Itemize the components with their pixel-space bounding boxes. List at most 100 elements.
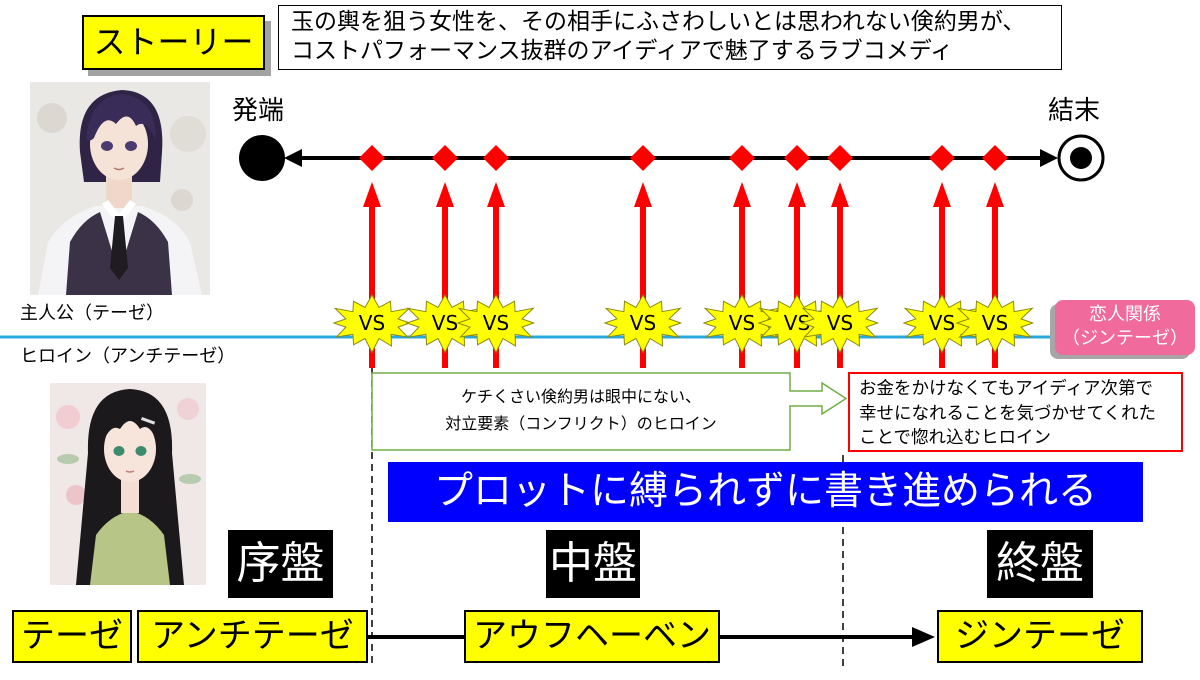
vest <box>66 212 172 295</box>
event-arrowhead <box>436 182 454 207</box>
event-arrowhead <box>986 182 1004 207</box>
hair-bangs <box>102 397 158 445</box>
right-eye <box>135 446 147 456</box>
phase-middle: 中盤 <box>546 530 640 598</box>
mouth <box>113 167 125 171</box>
stage-antithesis: アンチテーゼ <box>137 610 368 663</box>
left-eye <box>101 141 113 151</box>
event-arrowhead <box>733 182 751 207</box>
conflict-burst-shape <box>955 293 1035 354</box>
conflict-vs-label: VS <box>359 311 385 335</box>
collar <box>102 200 136 226</box>
plot-event-marker <box>359 145 385 171</box>
conflict-burst: VS <box>332 293 412 354</box>
story-label: ストーリー <box>82 15 265 70</box>
stage-aufheben: アウフヘーベン <box>464 610 720 663</box>
plot-event-marker <box>929 145 955 171</box>
relationship-badge: 恋人関係 （ジンテーゼ） <box>1055 300 1195 355</box>
note-line: お金をかけなくてもアイディア次第で <box>859 379 1153 399</box>
conflict-burst: VS <box>603 293 683 354</box>
event-markers <box>359 145 1008 171</box>
background-flower <box>171 189 193 211</box>
protagonist-portrait <box>30 82 210 295</box>
conflict-vs-label: VS <box>982 311 1008 335</box>
heroine-portrait <box>50 383 206 585</box>
conflict-vs-label: VS <box>827 311 853 335</box>
conflict-burst: VS <box>800 293 880 354</box>
conflict-vs-label: VS <box>483 311 509 335</box>
plot-event-marker <box>432 145 458 171</box>
timeline-right-arrowhead <box>1040 149 1058 167</box>
background-leaf <box>57 454 79 464</box>
conflict-burst: VS <box>757 293 837 354</box>
timeline-start-label: 発端 <box>232 96 285 126</box>
background-flower <box>37 103 67 133</box>
conflict-vs-label: VS <box>630 311 656 335</box>
note-line: 幸せになれることを気づかせてくれた <box>859 403 1156 424</box>
background-flower <box>66 485 86 505</box>
conflict-vs-label: VS <box>729 311 755 335</box>
background-flower <box>177 398 199 420</box>
mouth <box>125 470 135 473</box>
background-flower <box>56 405 80 429</box>
relationship-title: 恋人関係 <box>1089 304 1161 325</box>
start-point-marker <box>239 135 285 181</box>
plot-event-marker <box>827 145 853 171</box>
event-arrowhead <box>788 182 806 207</box>
conflict-burst-shape <box>603 293 683 354</box>
heroine-label: ヒロイン（アンチテーゼ） <box>20 346 236 367</box>
sweater <box>90 511 170 585</box>
right-eye <box>125 141 137 151</box>
left-eye <box>113 446 125 456</box>
hairpin <box>140 416 156 425</box>
plot-event-marker <box>729 145 755 171</box>
face <box>90 108 148 180</box>
background-flower <box>170 116 206 152</box>
conflict-vs-label: VS <box>432 311 458 335</box>
conflict-burst: VS <box>955 293 1035 354</box>
conflict-burst-shape <box>456 293 536 354</box>
note-line: ケチくさい倹約男は眼中にない、 <box>460 387 701 406</box>
conflict-burst-shape <box>800 293 880 354</box>
phase-early: 序盤 <box>228 530 333 598</box>
conflict-vs-label: VS <box>929 311 955 335</box>
event-arrowhead <box>634 182 652 207</box>
stage-progress-arrowhead <box>912 627 935 647</box>
event-arrowhead <box>363 182 381 207</box>
synopsis-line: 玉の輿を狙う女性を、その相手にふさわしいとは思われない倹約男が、 <box>291 9 1026 35</box>
phase-late: 終盤 <box>987 530 1093 598</box>
relationship-subtitle: （ジンテーゼ） <box>1062 328 1188 349</box>
timeline-left-arrowhead <box>284 149 302 167</box>
story-synopsis: 玉の輿を狙う女性を、その相手にふさわしいとは思われない倹約男が、 コストパフォー… <box>278 5 1062 70</box>
plot-event-marker <box>483 145 509 171</box>
timeline-end-label: 結末 <box>1048 96 1101 126</box>
stage-synthesis: ジンテーゼ <box>937 610 1143 663</box>
stage-thesis: テーゼ <box>12 610 132 663</box>
note-line: 対立要素（コンフリクト）のヒロイン <box>445 414 717 433</box>
heroine-after-note: お金をかけなくてもアイディア次第で 幸せになれることを気づかせてくれた ことで惚… <box>848 372 1183 452</box>
writing-benefit-banner: プロットに縛られずに書き進められる <box>388 462 1143 522</box>
plot-event-marker <box>982 145 1008 171</box>
event-arrowhead <box>933 182 951 207</box>
neck <box>121 479 139 513</box>
face <box>104 416 156 482</box>
protagonist-label: 主人公（テーゼ） <box>20 303 164 324</box>
protagonist-illustration <box>30 82 210 295</box>
heroine-illustration <box>50 383 206 585</box>
background-leaf <box>179 474 201 484</box>
note-line: ことで惚れ込むヒロイン <box>859 428 1051 448</box>
heroine-before-note: ケチくさい倹約男は眼中にない、 対立要素（コンフリクト）のヒロイン <box>372 383 790 443</box>
event-arrowhead <box>487 182 505 207</box>
conflict-burst: VS <box>456 293 536 354</box>
heroine-before-callout-shape <box>371 372 848 451</box>
event-arrowhead <box>831 182 849 207</box>
necktie <box>110 216 128 280</box>
end-point-center-dot <box>1070 147 1092 169</box>
hair-bangs <box>86 94 156 141</box>
plot-event-marker <box>784 145 810 171</box>
synopsis-line: コストパフォーマンス抜群のアイディアで魅了するラブコメディ <box>291 38 954 64</box>
plot-event-marker <box>630 145 656 171</box>
